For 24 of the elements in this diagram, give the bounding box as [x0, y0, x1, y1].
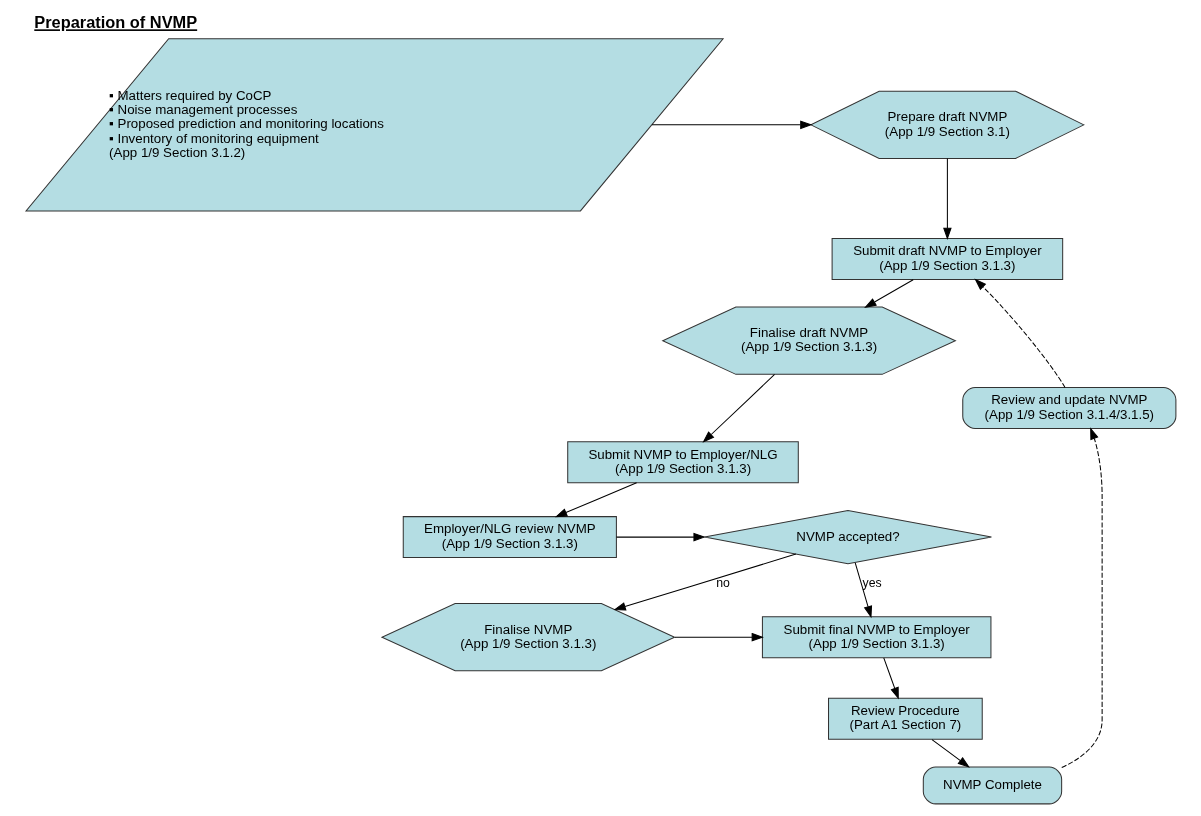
- arrow: [615, 532, 706, 542]
- edge-label: yes: [862, 575, 882, 590]
- arrow: [651, 120, 812, 130]
- arrow: [613, 553, 796, 611]
- arrow: [930, 739, 970, 768]
- arrow: [863, 279, 914, 308]
- node-box: Review and update NVMP (App 1/9 Section 3.1.4/3.1.5): [961, 387, 1176, 429]
- node-box: NVMP Complete: [922, 766, 1062, 805]
- node-box: Submit final NVMP to Employer (App 1/9 Section 3.1.3): [761, 616, 991, 659]
- node-box: Employer/NLG review NVMP (App 1/9 Section 3.1.3): [402, 516, 617, 559]
- arrow: [942, 158, 952, 240]
- edge-label: no: [715, 575, 730, 590]
- arrow: [1060, 427, 1103, 769]
- arrow: [973, 278, 1065, 388]
- diagram-title: Preparation of NVMP: [33, 13, 197, 32]
- arrow: [702, 373, 775, 443]
- node-box: Review Procedure (Part A1 Section 7): [827, 697, 983, 740]
- node-box: Submit NVMP to Employer/NLG (App 1/9 Section 3.1.3): [566, 441, 799, 484]
- arrow: [854, 562, 872, 619]
- node-diamond: NVMP accepted?: [703, 509, 992, 565]
- arrow: [554, 482, 637, 518]
- arrow: [673, 632, 764, 642]
- arrow: [882, 657, 899, 700]
- node-box: Submit draft NVMP to Employer (App 1/9 Section 3.1.3): [831, 238, 1063, 281]
